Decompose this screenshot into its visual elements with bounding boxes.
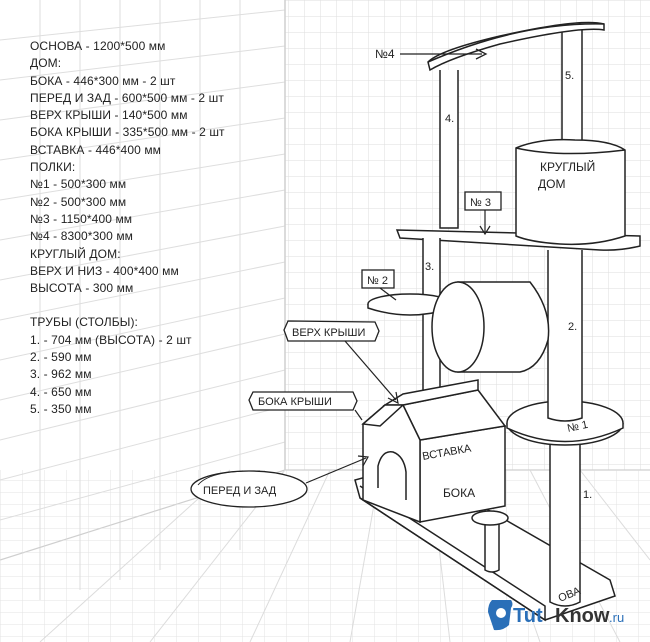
watermark-logo: Tut Know .ru	[488, 600, 624, 631]
spec-line: БОКА КРЫШИ - 335*500 мм - 2 шт	[30, 125, 225, 140]
spec-line: ВЫСОТА - 300 мм	[30, 281, 134, 296]
post-5	[561, 30, 583, 151]
label-post-4: 4.	[445, 113, 454, 125]
label-front-back: ПЕРЕД И ЗАД	[203, 485, 277, 497]
label-sides: БОКА	[443, 486, 475, 500]
label-shelf-1: № 1	[566, 419, 589, 435]
spec-line: 2. - 590 мм	[30, 350, 92, 365]
label-round-house-1: КРУГЛЫЙ	[540, 159, 595, 174]
tree-labels: №4 5. 4. КРУГЛЫЙ ДОМ № 3 3. № 2 2. ВЕРХ …	[190, 47, 595, 605]
stool	[471, 510, 509, 573]
cylinder-tunnel	[431, 281, 550, 373]
label-post-3: 3.	[425, 261, 434, 273]
shelf-2	[367, 293, 453, 316]
round-house	[515, 138, 626, 246]
spec-line: ТРУБЫ (СТОЛБЫ):	[30, 315, 138, 330]
spec-line: ВЕРХ КРЫШИ - 140*500 мм	[30, 108, 188, 123]
post-4	[439, 70, 459, 229]
label-box-shelf-2	[361, 269, 395, 289]
spec-line: №3 - 1150*400 мм	[30, 211, 133, 226]
spec-line: 1. - 704 мм (ВЫСОТА) - 2 шт	[30, 332, 192, 347]
label-box-roof-sides	[248, 391, 358, 411]
spec-line: ПОЛКИ:	[30, 160, 76, 175]
label-round-house-2: ДОМ	[538, 177, 565, 191]
spec-line: КРУГЛЫЙ ДОМ:	[30, 246, 121, 261]
shelf-1	[506, 400, 624, 446]
post-1	[549, 425, 581, 607]
label-shelf-2: № 2	[367, 275, 388, 287]
spec-list: ОСНОВА - 1200*500 мм ДОМ: БОКА - 446*300…	[30, 38, 225, 418]
label-post-2: 2.	[568, 321, 577, 333]
label-roof-sides: БОКА КРЫШИ	[258, 396, 332, 408]
spec-line: №2 - 500*300 мм	[30, 194, 127, 209]
spec-line: ОСНОВА - 1200*500 мм	[30, 39, 166, 53]
label-roof-top: ВЕРХ КРЫШИ	[292, 327, 365, 339]
spec-line: ВСТАВКА - 446*400 мм	[30, 142, 162, 157]
spec-line: ПЕРЕД И ЗАД - 600*500 мм - 2 шт	[30, 90, 224, 105]
label-box-shelf-3	[464, 191, 502, 211]
label-post-5: 5.	[565, 70, 574, 82]
post-2	[547, 250, 583, 422]
spec-line: 5. - 350 мм	[30, 401, 92, 416]
spec-line: 4. - 650 мм	[30, 384, 92, 399]
label-shelf-4: №4	[375, 47, 395, 61]
shelf-4	[427, 21, 605, 72]
watermark-brand-b: Know	[555, 605, 610, 627]
watermark-brand-a: Tut	[513, 605, 543, 627]
label-shelf-3: № 3	[470, 197, 491, 209]
spec-line: ВЕРХ И НИЗ - 400*400 мм	[30, 263, 179, 278]
spec-line: №4 - 8300*300 мм	[30, 229, 134, 244]
label-post-1: 1.	[583, 489, 592, 501]
house	[361, 379, 507, 524]
label-box-roof-top	[283, 320, 380, 342]
spec-line: 3. - 962 мм	[30, 367, 92, 382]
spec-line: №1 - 500*300 мм	[30, 177, 127, 192]
spec-gap	[30, 297, 225, 314]
spec-line: БОКА - 446*300 мм - 2 шт	[30, 73, 176, 88]
watermark-tld: .ru	[609, 610, 624, 625]
spec-line: ДОМ:	[30, 56, 62, 71]
